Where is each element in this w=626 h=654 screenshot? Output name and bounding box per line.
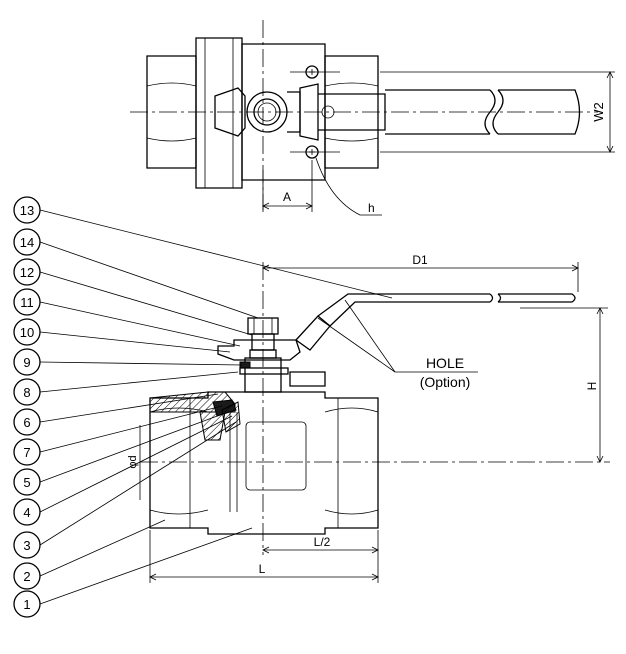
svg-text:3: 3 [23,538,30,553]
part-balloon-11: 11 [13,288,41,316]
part-balloon-14: 14 [13,228,41,256]
svg-text:8: 8 [23,385,30,400]
front-view: D1 H φd L/2 L HOLE (Option) [127,253,610,583]
hole-option-callout: (Option) [420,374,471,390]
w2-dimension-label: W2 [591,102,606,122]
svg-text:11: 11 [20,295,34,310]
d1-dimension-label: D1 [412,253,428,267]
svg-text:9: 9 [23,355,30,370]
svg-text:2: 2 [23,569,30,584]
part-balloon-5: 5 [13,468,41,496]
part-balloon-9: 9 [13,348,41,376]
svg-text:5: 5 [23,475,30,490]
top-view: W2 A h [130,20,615,216]
l-half-dimension-label: L/2 [314,535,331,549]
part-balloon-2: 2 [13,562,41,590]
svg-text:13: 13 [20,203,34,218]
a-dimension-label: A [283,190,291,204]
h-dimension-label: H [585,382,599,391]
phi-d-label: φd [127,455,139,468]
part-balloon-12: 12 [13,258,41,286]
part-balloon-13: 13 [13,196,41,224]
h-hole-label: h [368,201,375,215]
part-balloon-10: 10 [13,318,41,346]
svg-text:12: 12 [20,265,34,280]
part-balloon-1: 1 [13,590,41,618]
l-dimension-label: L [259,562,266,576]
part-balloon-7: 7 [13,438,41,466]
part-balloon-3: 3 [13,531,41,559]
svg-text:1: 1 [23,597,30,612]
svg-text:4: 4 [23,505,30,520]
part-balloon-6: 6 [13,408,41,436]
hole-callout: HOLE [426,355,464,371]
svg-text:6: 6 [23,415,30,430]
svg-text:14: 14 [20,235,34,250]
part-balloon-8: 8 [13,378,41,406]
svg-text:10: 10 [20,325,34,340]
part-balloon-4: 4 [13,498,41,526]
part-balloons: 13 14 12 11 10 9 8 6 [13,196,393,618]
svg-text:7: 7 [23,445,30,460]
